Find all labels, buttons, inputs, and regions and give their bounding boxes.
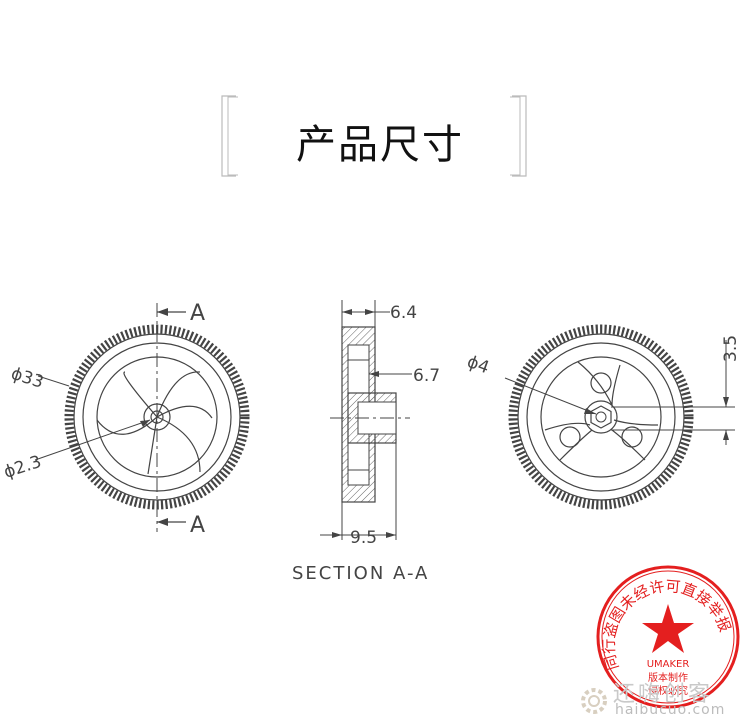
front-view: A A ϕ33 ϕ2.3: [1, 301, 250, 538]
hub-diameter-label: ϕ2.3: [1, 452, 44, 483]
section-caption: SECTION A-A: [292, 563, 430, 584]
hole-diameter-label: ϕ4: [464, 352, 492, 378]
offset-label: 3.5: [721, 335, 741, 362]
back-boss-right: [621, 426, 643, 448]
back-view: ϕ4 3.5: [464, 324, 741, 510]
back-boss-top: [590, 372, 612, 394]
section-arrow-top: [157, 308, 168, 316]
stamp-star-icon: [642, 604, 694, 653]
stamp-brand: UMAKER: [647, 659, 690, 670]
section-mark-bottom: A: [190, 513, 205, 538]
back-tire-inner-edge: [517, 333, 685, 501]
watermark: 还嗨创客 haibucuo.com: [575, 676, 750, 721]
anti-theft-stamp: 同行盗图未经许可直接举报 UMAKER 版本制作 侵权必究: [596, 565, 740, 709]
back-tire-tread: [508, 324, 694, 510]
stamp-line1: 版本制作: [648, 671, 688, 684]
hub-dim-label: 6.7: [413, 366, 440, 386]
hub-diameter-leader: [34, 419, 151, 461]
page-title: 产品尺寸: [296, 122, 464, 168]
back-rim-outer: [526, 342, 676, 492]
back-hex-hole: [590, 405, 612, 429]
back-spokes: [544, 361, 659, 461]
gear-logo-icon: [581, 688, 607, 714]
back-rim-inner: [540, 356, 662, 478]
back-boss-left: [559, 426, 581, 448]
section-mark-top: A: [190, 301, 205, 326]
section-view: 6.4 6.7 9.5: [320, 300, 440, 548]
watermark-url: haibucuo.com: [615, 702, 726, 718]
stamp-line2: 侵权必究: [648, 684, 688, 697]
section-arrow-bottom: [157, 518, 168, 526]
hole-diameter-leader: [504, 377, 597, 415]
outer-diameter-label: ϕ33: [8, 364, 45, 393]
tire-width-label: 6.4: [390, 303, 417, 323]
watermark-main-text: 还嗨创客: [613, 682, 714, 707]
back-hub-outer: [584, 400, 618, 434]
front-spokes: [96, 371, 213, 475]
outer-diameter-leader: [37, 375, 70, 387]
total-width-label: 9.5: [350, 528, 377, 548]
